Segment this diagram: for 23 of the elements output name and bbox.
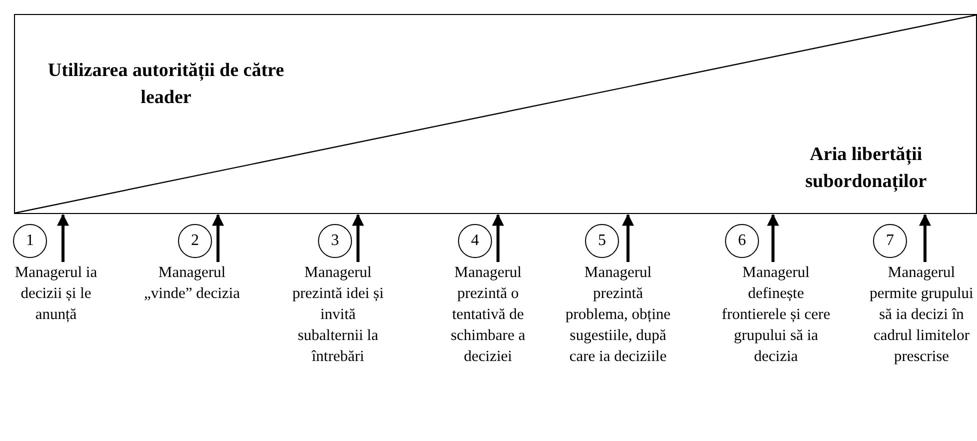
style-description: Managerul permite grupului să ia decizi în cadrul limitelor prescrise	[866, 262, 977, 367]
number-circle: 6	[725, 224, 759, 258]
region-label: Aria libertății subordonaților	[804, 143, 928, 194]
arrow	[57, 214, 69, 262]
arrow	[492, 214, 504, 262]
number-circle: 5	[585, 224, 619, 258]
number-circle: 1	[13, 224, 47, 258]
style-description: Managerul definește frontierele și cere grupului să ia decizia	[720, 262, 832, 367]
number-circle: 3	[318, 224, 352, 258]
number-circle: 7	[873, 224, 907, 258]
number-circle: 2	[178, 224, 212, 258]
style-description: Managerul „vinde” decizia	[140, 262, 244, 304]
style-description: Managerul prezintă problema, obține sugestiile, după care ia deciziile	[562, 262, 674, 367]
arrow	[622, 214, 634, 262]
arrow	[919, 214, 931, 262]
style-description: Managerul ia decizii și le anunță	[2, 262, 110, 325]
style-description: Managerul prezintă o tentativă de schimbare a deciziei	[432, 262, 544, 367]
number-circle: 4	[458, 224, 492, 258]
arrow	[767, 214, 779, 262]
arrow	[212, 214, 224, 262]
style-description: Managerul prezintă idei și invită subalternii la întrebări	[290, 262, 386, 367]
region-label: Utilizarea autorității de către leader	[46, 59, 286, 110]
arrow	[352, 214, 364, 262]
